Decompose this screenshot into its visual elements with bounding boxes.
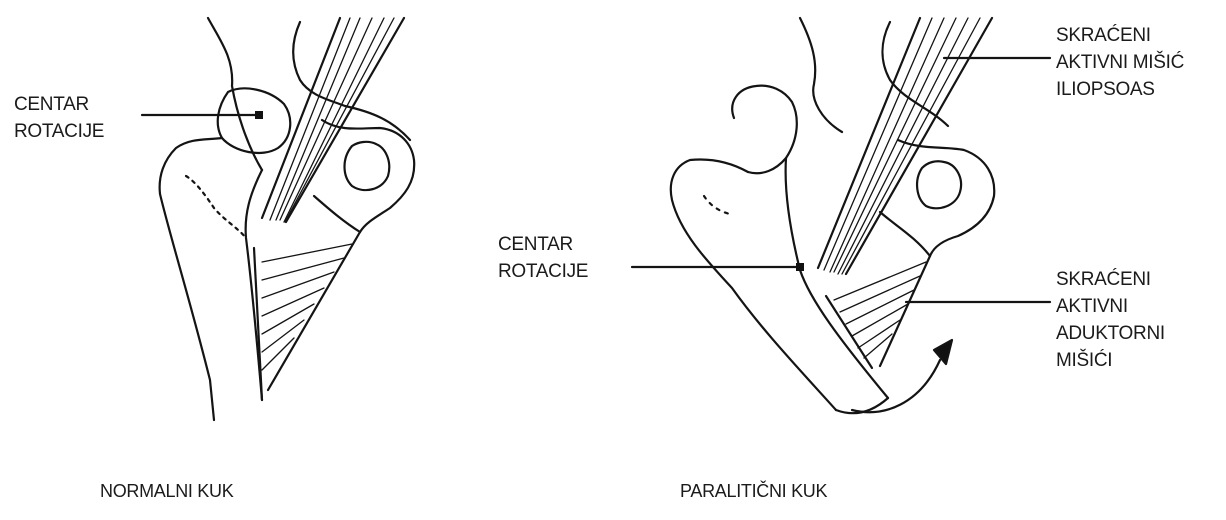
normal-femoral-head [218,88,291,153]
paralytic-center-label-line1: CENTAR [498,231,588,258]
paralytic-center-point [796,263,804,271]
adductor-label-line2: AKTIVNI [1056,293,1165,320]
paralytic-adductor-muscles [826,256,930,368]
paralytic-femoral-head [732,86,797,174]
paralytic-center-label-line2: ROTACIJE [498,258,588,285]
normal-center-label-line1: CENTAR [14,91,104,118]
normal-femur-outline [160,138,222,420]
normal-hip-caption-text: NORMALNI KUK [100,478,233,505]
paralytic-hip-drawing [632,18,1050,413]
normal-hip-caption: NORMALNI KUK [100,478,233,505]
normal-obturator [345,142,390,190]
iliopsoas-label-line1: SKRAĆENI [1056,22,1184,49]
normal-center-point [255,111,263,119]
adductor-label-line4: MIŠIĆI [1056,347,1165,374]
paralytic-pelvis-outline [800,18,842,132]
iliopsoas-label: SKRAĆENI AKTIVNI MIŠIĆ ILIOPSOAS [1056,22,1184,103]
paralytic-hip-caption: PARALITIČNI KUK [680,478,827,505]
normal-iliopsoas-muscle [262,18,404,222]
normal-adductor-muscles [254,232,360,400]
iliopsoas-label-line2: AKTIVNI MIŠIĆ [1056,49,1184,76]
normal-center-label: CENTAR ROTACIJE [14,91,104,145]
normal-hip-drawing [142,18,414,420]
paralytic-obturator [917,161,961,208]
paralytic-femur-outline [671,160,836,411]
paralytic-iliopsoas-muscle [818,18,992,274]
adductor-label-line3: ADUKTORNI [1056,320,1165,347]
paralytic-hip-caption-text: PARALITIČNI KUK [680,478,827,505]
rotation-arrow [852,360,940,412]
rotation-arrow-head [934,340,952,364]
adductor-label: SKRAĆENI AKTIVNI ADUKTORNI MIŠIĆI [1056,266,1165,374]
paralytic-center-label: CENTAR ROTACIJE [498,231,588,285]
normal-center-label-line2: ROTACIJE [14,118,104,145]
adductor-label-line1: SKRAĆENI [1056,266,1165,293]
iliopsoas-label-line3: ILIOPSOAS [1056,76,1184,103]
